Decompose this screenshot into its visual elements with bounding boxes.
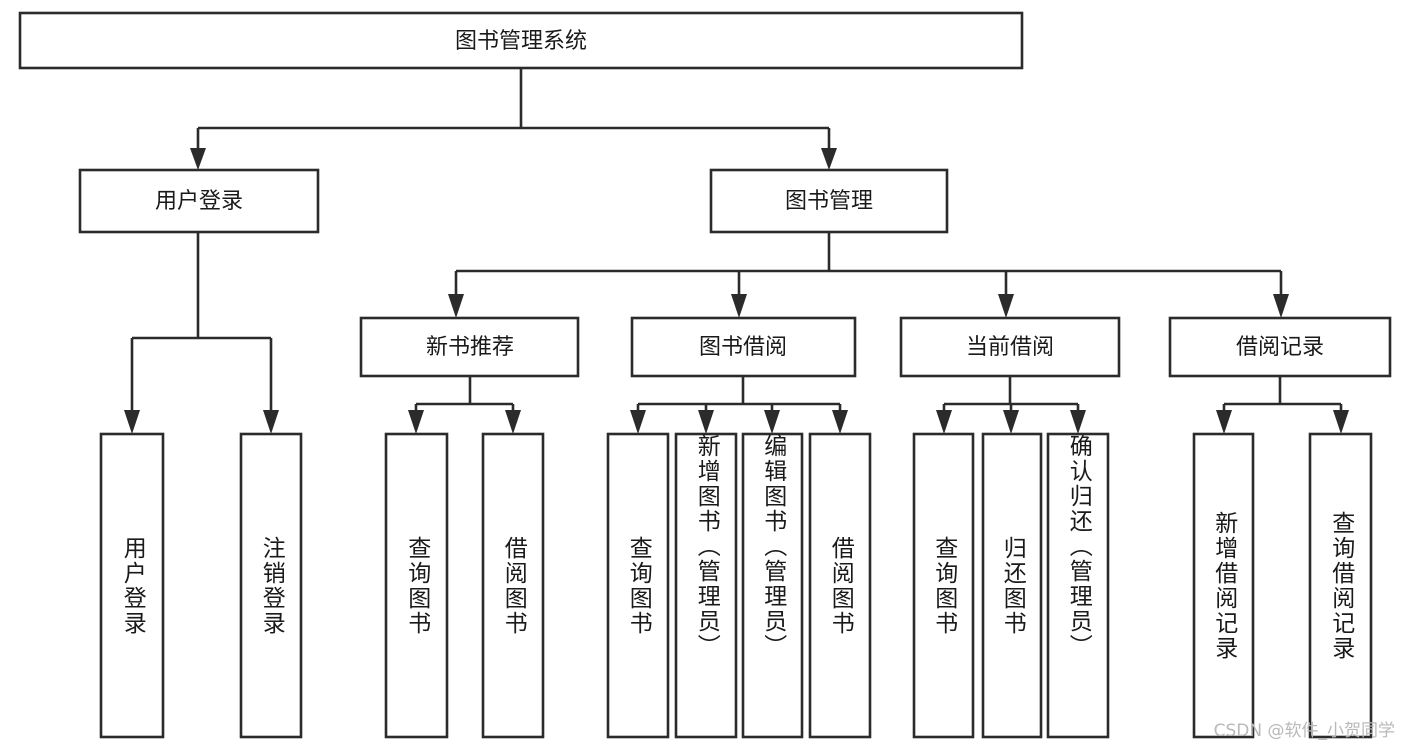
arrow-head-leaf-query-book-2 [630, 410, 646, 434]
arrow-head-current-borrow [998, 294, 1014, 318]
node-book-borrow-label: 图书借阅 [699, 335, 787, 360]
nodes-group: 图书管理系统 用户登录 图书管理 新书推荐 图书借阅 当前借阅 借阅记录 [18, 11, 1392, 739]
node-current-borrow-label: 当前借阅 [966, 335, 1054, 360]
leaf-box-query-borrow-record[interactable] [1308, 432, 1373, 739]
node-book-manage-box[interactable] [709, 168, 949, 234]
node-borrow-record-box[interactable] [1168, 316, 1392, 378]
arrow-head-leaf-return-book [1003, 410, 1019, 434]
arrow-head-user-login [190, 148, 206, 170]
leaf-box-logout[interactable] [239, 432, 303, 739]
arrow-head-leaf-query-record [1333, 410, 1349, 434]
arrow-head-leaf-confirm-return [1070, 410, 1086, 434]
arrow-head-leaf-borrow-book-2 [832, 410, 848, 434]
arrow-head-new-book-recommend [448, 294, 464, 318]
leaf-box-user-login[interactable] [99, 432, 165, 739]
leaf-box-add-book[interactable] [674, 432, 738, 739]
node-root-label: 图书管理系统 [455, 29, 587, 54]
node-current-borrow-box[interactable] [899, 316, 1121, 378]
node-user-login-box[interactable] [78, 168, 320, 234]
leaf-box-borrow-book-recommend[interactable] [481, 432, 545, 739]
node-user-login-label: 用户登录 [155, 189, 243, 214]
arrow-head-leaf-user-login [124, 410, 140, 434]
node-borrow-record-label: 借阅记录 [1236, 335, 1324, 360]
node-root-box[interactable] [18, 11, 1024, 70]
arrow-head-leaf-borrow-book-1 [505, 410, 521, 434]
watermark-label: CSDN @软件_小贺同学 [1213, 721, 1395, 741]
arrow-head-borrow-record [1273, 294, 1289, 318]
leaf-box-edit-book[interactable] [741, 432, 804, 739]
node-book-borrow-box[interactable] [630, 316, 857, 378]
leaf-box-query-book-recommend[interactable] [384, 432, 449, 739]
leaf-box-borrow-book[interactable] [808, 432, 872, 739]
node-book-manage-label: 图书管理 [785, 189, 873, 214]
arrow-head-leaf-logout [263, 410, 279, 434]
leaf-box-query-book-borrow[interactable] [606, 432, 670, 739]
leaf-box-return-book[interactable] [981, 432, 1043, 739]
leaf-box-query-book-current[interactable] [912, 432, 975, 739]
leaf-box-add-borrow-record[interactable] [1192, 432, 1255, 739]
arrow-head-book-borrow [731, 294, 747, 318]
arrow-head-book-manage [821, 148, 837, 170]
arrow-head-leaf-add-book [698, 410, 714, 434]
arrow-head-leaf-edit-book [764, 410, 780, 434]
node-new-book-recommend-label: 新书推荐 [426, 335, 514, 360]
arrow-head-leaf-query-book-1 [408, 410, 424, 434]
connectors-group [124, 68, 1349, 434]
node-new-book-recommend-box[interactable] [359, 316, 580, 378]
arrow-head-leaf-add-record [1216, 410, 1232, 434]
arrow-head-leaf-query-book-3 [936, 410, 952, 434]
leaf-box-confirm-return[interactable] [1046, 432, 1110, 739]
